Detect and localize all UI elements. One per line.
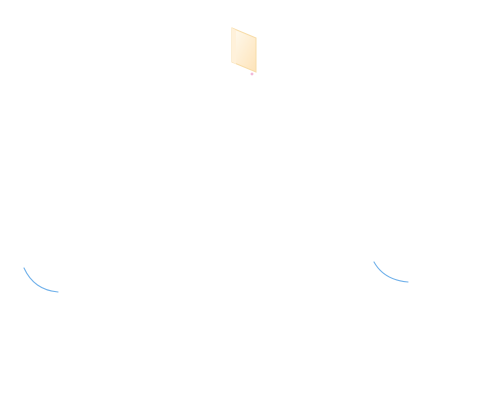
left-arc-decoration (20, 258, 64, 298)
center-title (196, 228, 306, 254)
lantern-icon (226, 26, 260, 78)
right-arc-decoration (370, 256, 412, 286)
